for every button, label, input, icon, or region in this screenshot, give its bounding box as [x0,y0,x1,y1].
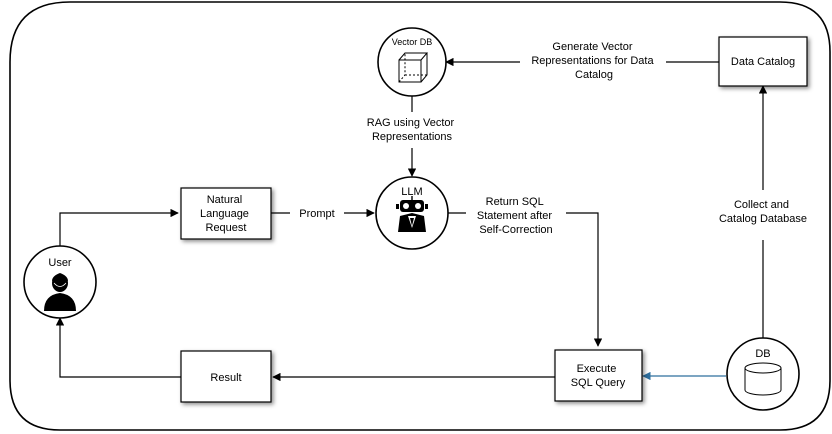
node-db: DB [726,337,800,411]
node-user: User [23,245,97,319]
data-catalog-label: Data Catalog [731,56,795,68]
db-label: DB [755,348,770,360]
node-result: Result [180,350,272,403]
robot-icon [396,196,428,232]
result-label: Result [210,372,241,384]
vector-db-label: Vector DB [392,37,433,47]
edge-label-return-sql: Return SQL Statement after Self-Correcti… [477,196,555,236]
edge-label-prompt: Prompt [299,208,334,220]
edge-label-generate-vectors: Generate Vector Representations for Data… [531,41,656,81]
edge-label-rag: RAG using Vector Representations [367,117,458,143]
edge-return-to-execute [566,212,603,347]
edge-result-to-user [55,317,181,378]
natural-language-request-label: Natural Language Request [200,194,252,234]
outer-container [9,1,831,431]
node-vector-db: Vector DB [377,27,447,97]
node-execute-sql-query: Execute SQL Query [554,349,643,402]
edge-label-collect-catalog: Collect and Catalog Database [719,199,807,225]
person-icon [44,273,76,311]
llm-label: LLM [401,186,422,198]
node-data-catalog: Data Catalog [718,36,808,87]
edge-user-to-request [59,208,179,246]
node-natural-language-request: Natural Language Request [180,187,272,240]
cube-icon [398,52,429,83]
user-label: User [48,257,72,269]
node-llm: LLM [375,176,449,250]
cylinder-icon [744,362,782,396]
execute-sql-query-label: Execute SQL Query [571,363,626,389]
